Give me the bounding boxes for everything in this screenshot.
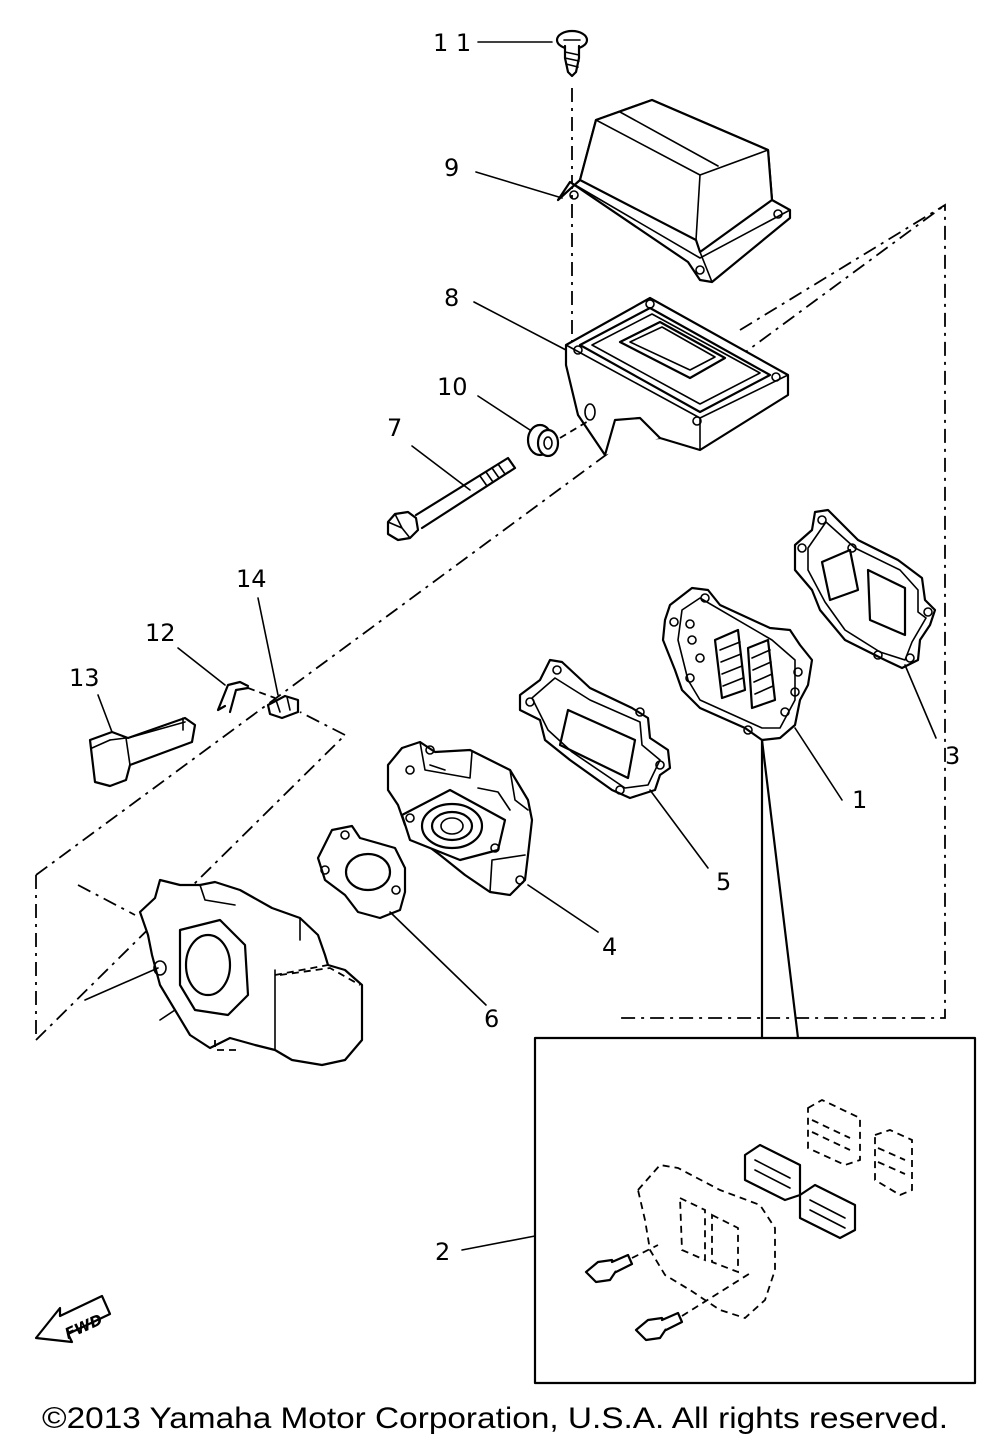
callout-labels: 1 2 3 4 5 6 7 8 9 10 1 1 12 13 14 [69, 29, 960, 1266]
callout-7: 7 [387, 414, 402, 442]
callout-13: 13 [69, 664, 100, 692]
part-11-screw [555, 29, 589, 78]
callout-5: 5 [716, 868, 731, 896]
part-8-housing [564, 296, 790, 457]
part-4-intake-manifold [386, 740, 534, 897]
fwd-label: FWD [62, 1311, 105, 1343]
callout-9: 9 [444, 154, 459, 182]
part-9-cover [556, 98, 792, 284]
callout-14: 14 [236, 565, 267, 593]
carburetor-phantom [84, 878, 364, 1067]
part-3-gasket [793, 508, 937, 670]
callout-1: 1 [852, 786, 867, 814]
part-12-wire-link [216, 680, 276, 714]
callout-4: 4 [602, 933, 617, 961]
callout-12: 12 [145, 619, 176, 647]
assembly-center-lines [35, 88, 946, 1041]
part-1-reed-valve-plate [661, 586, 814, 742]
part-6-gasket [316, 824, 407, 920]
callout-6: 6 [484, 1005, 499, 1033]
leader-lines [97, 41, 937, 1251]
callout-8: 8 [444, 284, 459, 312]
part-13-knob [88, 716, 197, 788]
callout-10: 10 [437, 373, 468, 401]
copyright-text: ©2013 Yamaha Motor Corporation, U.S.A. A… [42, 1402, 948, 1435]
part-7-bolt [386, 456, 517, 542]
detail-screw-lower [634, 1271, 753, 1342]
part-5-gasket [518, 658, 672, 800]
part-10-grommet [526, 419, 591, 458]
fwd-arrow-icon: FWD [34, 1294, 112, 1344]
callout-3: 3 [945, 742, 960, 770]
callout-11: 1 1 [433, 29, 471, 57]
callout-2: 2 [435, 1238, 450, 1266]
part-2-detail-box [533, 738, 977, 1385]
detail-screw-upper [584, 1244, 659, 1284]
part-14-clip [266, 694, 300, 720]
